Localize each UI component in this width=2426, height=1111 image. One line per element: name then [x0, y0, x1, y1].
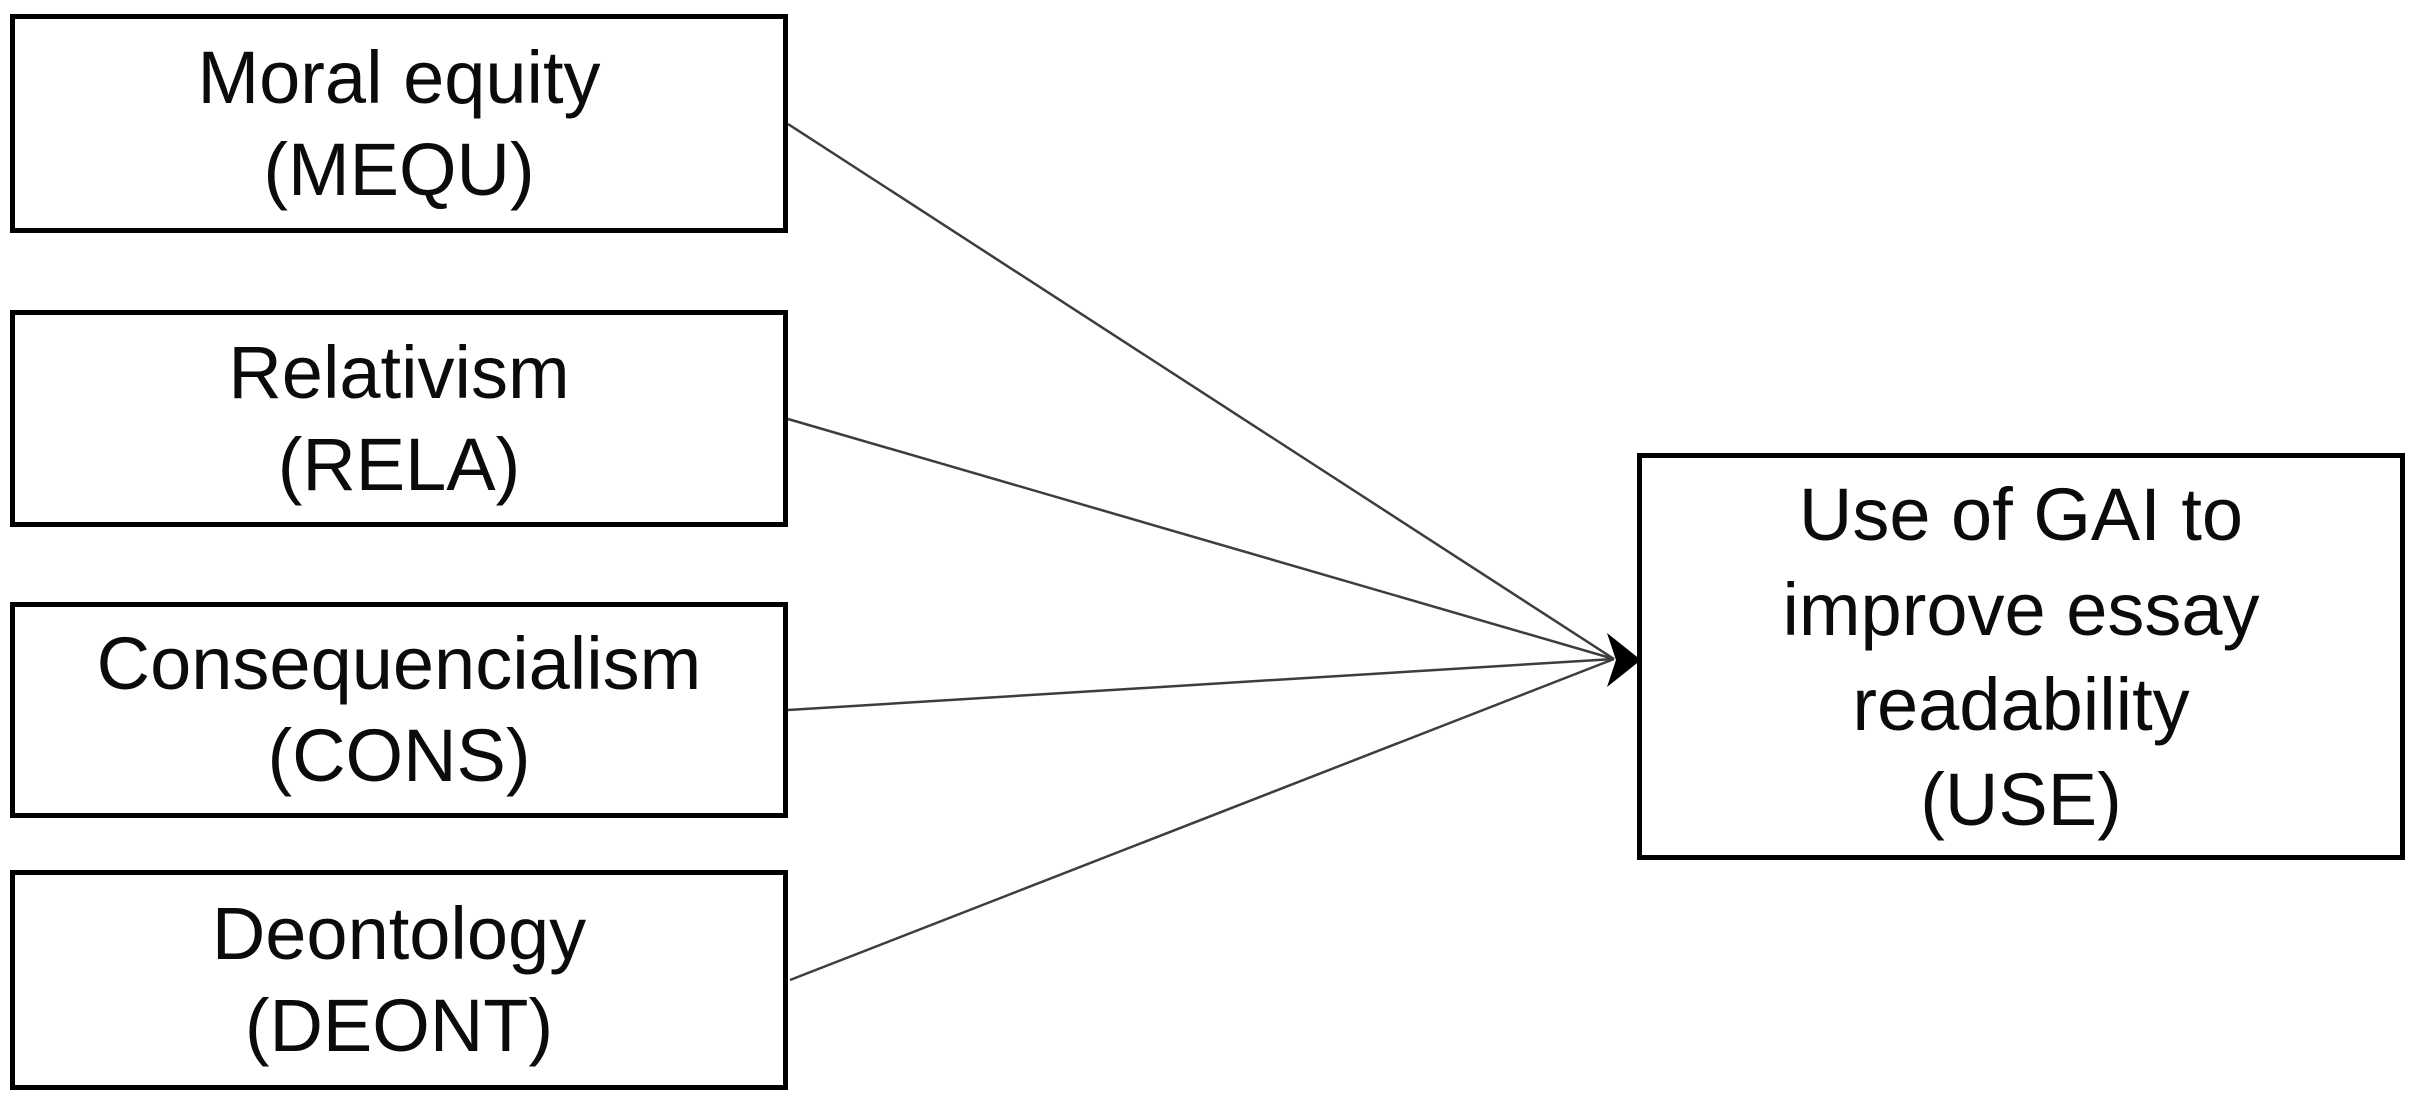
edge-mequ-use-line	[787, 122, 1615, 661]
node-rela: Relativism (RELA)	[10, 310, 788, 527]
node-use: Use of GAI to improve essay readability …	[1637, 453, 2405, 860]
node-rela-code: (RELA)	[277, 422, 521, 506]
node-use-code: (USE)	[1920, 757, 2122, 841]
edge-rela-use-line	[787, 417, 1615, 661]
node-cons: Consequencialism (CONS)	[10, 602, 788, 818]
arrowhead-icon	[1607, 633, 1641, 687]
node-deont-code: (DEONT)	[244, 984, 554, 1067]
node-deont: Deontology (DEONT)	[10, 870, 788, 1090]
node-use-label-line2: improve essay	[1782, 567, 2260, 651]
node-use-label-line3: readability	[1852, 662, 2190, 746]
node-rela-label: Relativism	[228, 330, 570, 414]
node-cons-code: (CONS)	[267, 714, 531, 797]
node-mequ-label: Moral equity	[197, 35, 601, 119]
node-cons-label: Consequencialism	[96, 622, 702, 705]
edge-cons-use-line	[787, 657, 1615, 712]
node-mequ: Moral equity (MEQU)	[10, 14, 788, 233]
node-mequ-code: (MEQU)	[263, 127, 535, 211]
node-use-label-line1: Use of GAI to	[1798, 472, 2244, 556]
node-deont-label: Deontology	[211, 892, 587, 975]
edge-deont-use-line	[789, 657, 1615, 982]
